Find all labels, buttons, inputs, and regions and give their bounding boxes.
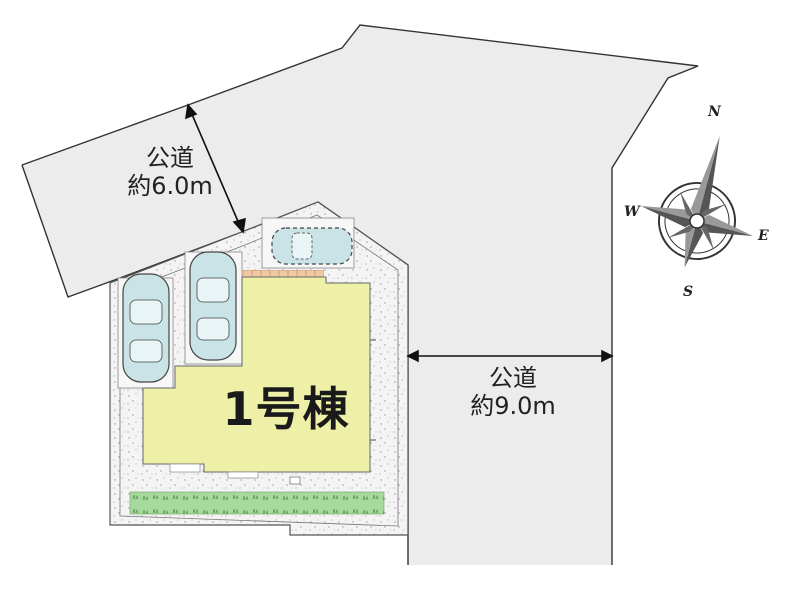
- east-road-width: 約9.0m: [470, 391, 556, 420]
- building-label: 1号棟: [222, 382, 350, 436]
- lot-fence: [119, 214, 399, 527]
- compass-north-label: N: [708, 104, 721, 120]
- east-road-width-arrow: [406, 349, 614, 363]
- meter-box: [289, 476, 301, 485]
- building-notch-bottom: [169, 463, 201, 473]
- building-notch-bottom-2: [227, 471, 259, 479]
- north-road-width: 約6.0m: [127, 171, 213, 200]
- car-left: [122, 273, 170, 383]
- compass-south-label: S: [683, 284, 694, 300]
- east-road-label: 公道 約9.0m: [448, 364, 578, 420]
- north-road-width-arrow: [184, 103, 246, 234]
- building-1: [142, 276, 371, 473]
- compass-rose: [640, 135, 754, 268]
- garden-strip: [129, 491, 385, 515]
- east-road-name: 公道: [489, 364, 537, 392]
- north-road-name: 公道: [146, 144, 194, 172]
- north-road-label: 公道 約6.0m: [110, 144, 230, 200]
- north-road-edge: [21, 24, 699, 565]
- car-top-dashed: [271, 227, 353, 265]
- compass-west-label: W: [624, 204, 640, 220]
- car-center: [189, 251, 237, 361]
- north-road: [22, 25, 698, 565]
- compass-east-label: E: [758, 228, 769, 244]
